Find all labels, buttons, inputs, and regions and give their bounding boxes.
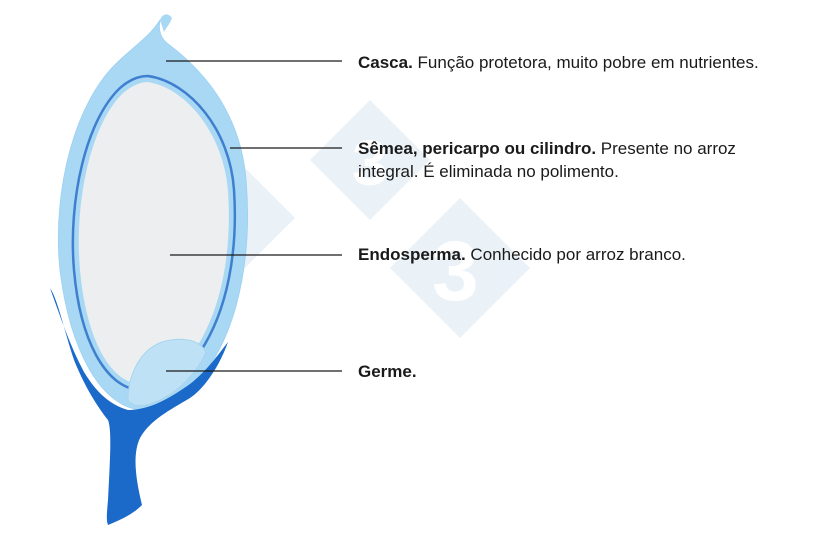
label-semea: Sêmea, pericarpo ou cilindro. Presente n… [358,137,778,183]
label-germe-term: Germe. [358,362,417,381]
label-endosperma-term: Endosperma. [358,245,466,264]
svg-text:3: 3 [432,224,479,318]
label-semea-term: Sêmea, pericarpo ou cilindro. [358,139,597,158]
svg-text:3: 3 [352,127,388,199]
label-casca: Casca. Função protetora, muito pobre em … [358,51,778,74]
label-casca-term: Casca. [358,53,413,72]
label-germe: Germe. [358,360,778,383]
germ-shape [127,338,207,407]
label-endosperma-description: Conhecido por arroz branco. [465,245,686,264]
husk-tip [160,14,172,32]
label-casca-description: Função protetora, muito pobre em nutrien… [412,53,759,72]
endosperm-shape [78,82,229,385]
label-endosperma: Endosperma. Conhecido por arroz branco. [358,243,778,266]
label-semea-description: Presente no arroz integral. É eliminada … [358,139,736,181]
